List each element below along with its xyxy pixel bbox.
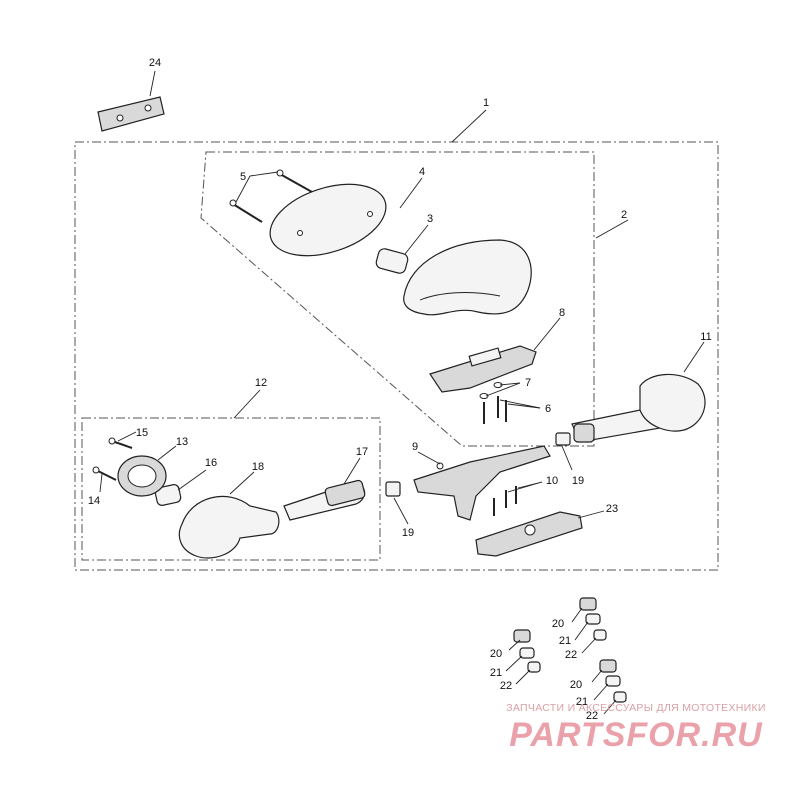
callout-13: 13	[176, 436, 188, 448]
part-4-lens-plate	[269, 183, 387, 257]
part-23-lower-bracket	[475, 511, 583, 557]
part-9-mounting-plate	[413, 445, 551, 521]
callout-12: 12	[255, 377, 267, 389]
callout-24: 24	[149, 57, 161, 69]
part-7-washers	[479, 382, 503, 399]
assembly-1-boundary	[74, 141, 719, 571]
callout-10: 10	[546, 475, 558, 487]
callouts: 24 1 2 5 4 3 8 7 6 11 19 12 15 13 16 18 …	[88, 57, 712, 722]
callout-20-a: 20	[490, 648, 502, 660]
part-20-21-22-kits	[513, 597, 627, 703]
watermark-logo: PARTSFOR.RU	[509, 716, 763, 754]
callout-17: 17	[356, 446, 368, 458]
watermark: ЗАПЧАСТИ И АКСЕССУАРЫ ДЛЯ МОТОТЕХНИКИ PA…	[486, 702, 786, 762]
part-17-stalk	[283, 479, 366, 521]
callout-21-b: 21	[559, 635, 571, 647]
callout-2: 2	[621, 209, 627, 221]
callout-7: 7	[525, 377, 531, 389]
part-8-bracket	[429, 345, 537, 393]
callout-21-a: 21	[490, 667, 502, 679]
watermark-tagline: ЗАПЧАСТИ И АКСЕССУАРЫ ДЛЯ МОТОТЕХНИКИ	[506, 702, 766, 714]
callout-8: 8	[559, 307, 565, 319]
leader-lines	[99, 70, 705, 715]
callout-21-c: 21	[576, 696, 588, 708]
callout-20-c: 20	[570, 679, 582, 691]
callout-6: 6	[545, 403, 551, 415]
callout-14: 14	[88, 495, 100, 507]
callout-22-c: 22	[586, 710, 598, 722]
part-24-plate	[97, 96, 165, 132]
part-14-15-screws	[92, 437, 133, 481]
callout-23: 23	[606, 503, 618, 515]
part-3-bulb	[375, 248, 409, 274]
callout-20-b: 20	[552, 618, 564, 630]
callout-1: 1	[483, 97, 489, 109]
assembly-boundaries	[74, 141, 719, 571]
callout-22-a: 22	[500, 680, 512, 692]
callout-15: 15	[136, 427, 148, 439]
part-11-right-indicator	[571, 373, 706, 443]
callout-16: 16	[205, 457, 217, 469]
part-16-bulb	[154, 484, 182, 506]
part-5-screws	[229, 169, 313, 223]
assembly-2-boundary	[200, 151, 595, 447]
part-10-bolts	[493, 486, 517, 516]
assembly-12-boundary	[81, 417, 381, 561]
callout-11: 11	[700, 331, 711, 343]
callout-22-b: 22	[565, 649, 577, 661]
callout-19-right: 19	[572, 475, 584, 487]
callout-19-left: 19	[402, 527, 414, 539]
callout-9: 9	[412, 441, 418, 453]
callout-5: 5	[240, 171, 246, 183]
callout-4: 4	[419, 166, 425, 178]
callout-3: 3	[427, 213, 433, 225]
part-2-lamp-shell	[403, 239, 532, 316]
callout-18: 18	[252, 461, 264, 473]
part-6-bolts	[483, 396, 507, 424]
part-18-lens	[178, 495, 280, 559]
part-19-nut-right	[555, 432, 571, 446]
part-13-bezel	[117, 455, 167, 497]
part-19-nut-left	[385, 481, 401, 497]
